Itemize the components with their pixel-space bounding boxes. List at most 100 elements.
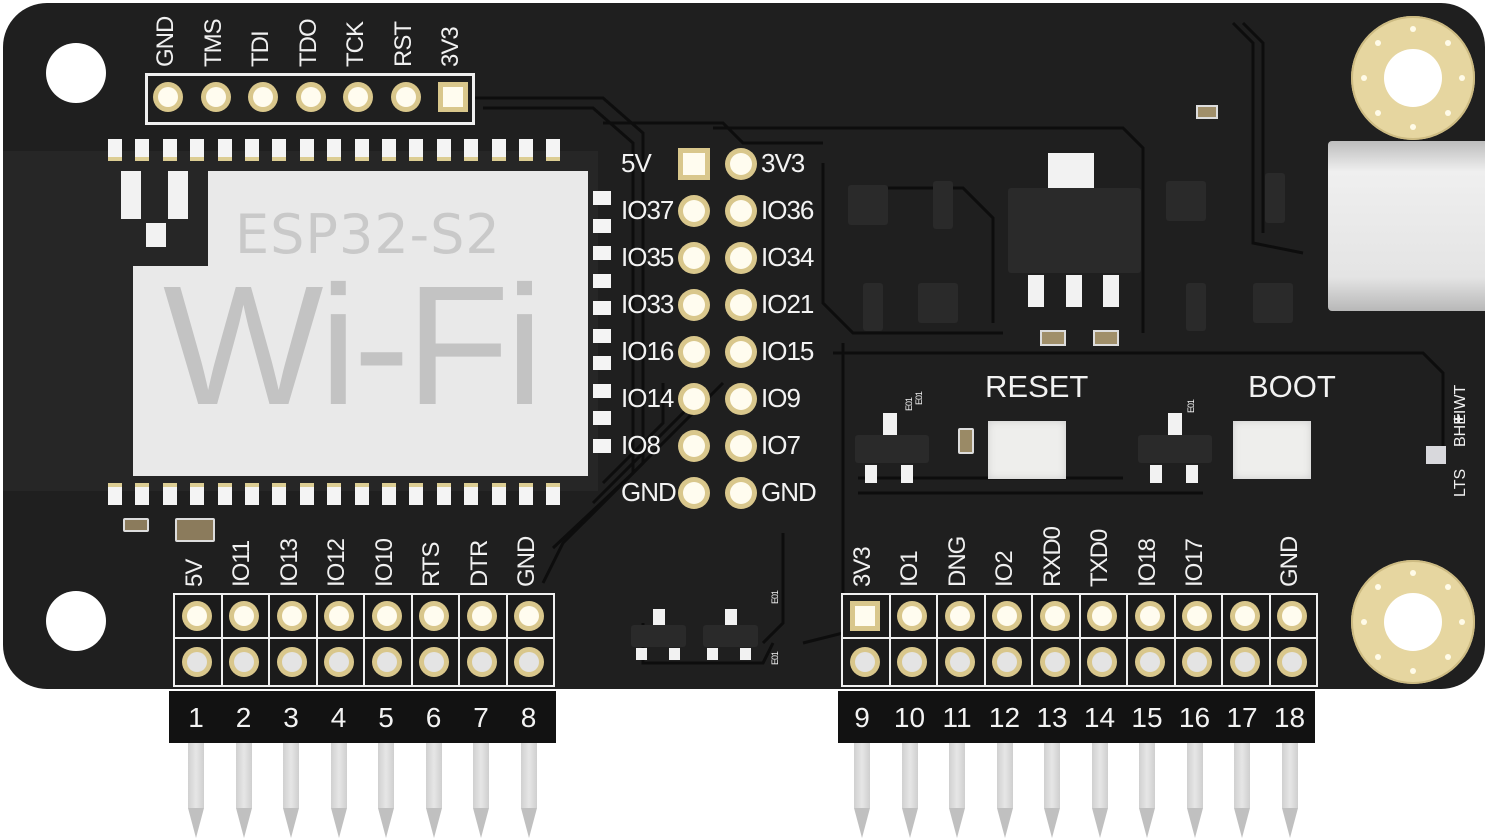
reset-button[interactable] xyxy=(988,421,1066,479)
center-left-label: IO37 xyxy=(621,195,674,225)
header-pin-solder xyxy=(186,652,207,672)
module-pad xyxy=(382,139,396,161)
module-pad xyxy=(436,139,451,161)
header-pin xyxy=(1091,743,1108,838)
module-pad xyxy=(272,483,287,505)
header-pin-solder xyxy=(519,652,540,672)
module-pad xyxy=(491,139,506,161)
header-pin-pad xyxy=(424,606,445,626)
header-pin xyxy=(901,743,918,838)
module-pad xyxy=(190,139,205,161)
pin-number: 4 xyxy=(330,702,347,733)
regulator-tab xyxy=(1048,153,1094,188)
jtag-pin-pad xyxy=(443,87,463,107)
capacitor xyxy=(175,518,215,542)
center-pin-pad xyxy=(683,341,705,363)
jtag-pin-label: GND xyxy=(152,16,179,67)
module-pad xyxy=(190,483,205,505)
center-right-label: IO36 xyxy=(761,195,814,225)
jtag-pin-pad xyxy=(205,87,226,107)
header-cell xyxy=(1268,593,1318,639)
component-code: E01 xyxy=(914,391,924,405)
sot-ic xyxy=(848,185,888,225)
header-pin-pad xyxy=(376,606,397,626)
side-label-plus: + xyxy=(1453,409,1464,429)
header-pin xyxy=(1186,743,1203,838)
module-subtitle: Wi-Fi xyxy=(163,251,543,441)
center-pin-pad xyxy=(683,294,705,316)
sot-ic xyxy=(918,283,958,323)
header-pin-label: IO11 xyxy=(228,540,256,587)
voltage-regulator xyxy=(1008,188,1141,273)
header-pin-solder xyxy=(1187,652,1208,672)
header-pin-label: GND xyxy=(513,536,541,587)
header-pin-pad xyxy=(1234,606,1255,626)
capacitor xyxy=(123,518,149,532)
center-left-label: IO8 xyxy=(621,430,661,460)
header-pin-label: DTR xyxy=(465,540,493,587)
center-left-label: IO14 xyxy=(621,383,674,413)
left-header-housing xyxy=(169,691,556,743)
module-pad xyxy=(464,139,479,161)
center-right-label: IO7 xyxy=(761,430,801,460)
mounting-hole-top-left xyxy=(46,43,106,103)
side-label-bottom: LTS xyxy=(1452,468,1469,497)
center-right-label: IO34 xyxy=(761,242,814,272)
capacitor xyxy=(1040,330,1066,346)
module-name: ESP32-S2 xyxy=(235,203,501,266)
header-pin-pad xyxy=(234,606,255,626)
transistor xyxy=(863,283,883,331)
center-pin-pad xyxy=(683,200,705,222)
module-pad xyxy=(593,411,611,425)
center-pin-pad xyxy=(683,435,705,457)
module-pad xyxy=(217,139,232,161)
module-pad xyxy=(593,273,611,288)
component-code: E01 xyxy=(904,397,914,411)
boot-label: BOOT xyxy=(1248,369,1336,404)
header-pin xyxy=(378,743,394,838)
header-pin xyxy=(1281,743,1298,838)
pin-number: 16 xyxy=(1178,702,1211,733)
pin-number: 1 xyxy=(188,702,204,733)
jtag-header-outline xyxy=(145,73,475,125)
header-pin-pad xyxy=(471,606,492,626)
header-pin-label: RXD0 xyxy=(1038,526,1066,587)
boot-button[interactable] xyxy=(1233,421,1311,479)
module-pad xyxy=(491,483,506,505)
header-pin-label: TXD0 xyxy=(1086,529,1114,587)
module-pad xyxy=(593,301,611,315)
mounting-hole-top-right xyxy=(1351,16,1475,140)
module-pad xyxy=(108,483,122,505)
module-pad xyxy=(162,483,177,505)
led xyxy=(1426,446,1446,464)
pin-number: 12 xyxy=(988,702,1021,733)
center-left-label: IO16 xyxy=(621,336,674,366)
jtag-pin-label: TCK xyxy=(342,22,369,67)
mounting-hole-bottom-right xyxy=(1351,560,1475,684)
center-pin-pad xyxy=(730,482,752,504)
center-pin-pad xyxy=(683,247,705,269)
module-pad xyxy=(135,139,150,161)
header-pin-solder xyxy=(949,652,970,672)
header-pin xyxy=(425,743,442,838)
module-pad xyxy=(519,483,533,505)
header-pin-label: IO2 xyxy=(991,551,1019,587)
header-pin-label: IO10 xyxy=(370,538,398,587)
header-pin-pad xyxy=(186,606,207,626)
header-pin-label: IO17 xyxy=(1181,538,1209,587)
module-pad xyxy=(593,438,611,453)
module-pad xyxy=(272,139,287,161)
header-pin-pad xyxy=(997,606,1018,626)
module-pad xyxy=(327,139,342,161)
center-right-label: IO15 xyxy=(761,336,814,366)
header-pin-pad xyxy=(854,606,875,626)
header-pin xyxy=(949,743,965,838)
pin-number: 7 xyxy=(473,702,489,733)
header-pin-label: GND xyxy=(1276,536,1304,587)
center-right-label: IO21 xyxy=(761,289,814,319)
module-pad xyxy=(593,356,611,370)
header-pin-label: IO12 xyxy=(323,538,351,587)
header-pin-solder xyxy=(854,652,875,672)
pin-number: 2 xyxy=(235,702,252,733)
module-pad xyxy=(245,139,259,161)
